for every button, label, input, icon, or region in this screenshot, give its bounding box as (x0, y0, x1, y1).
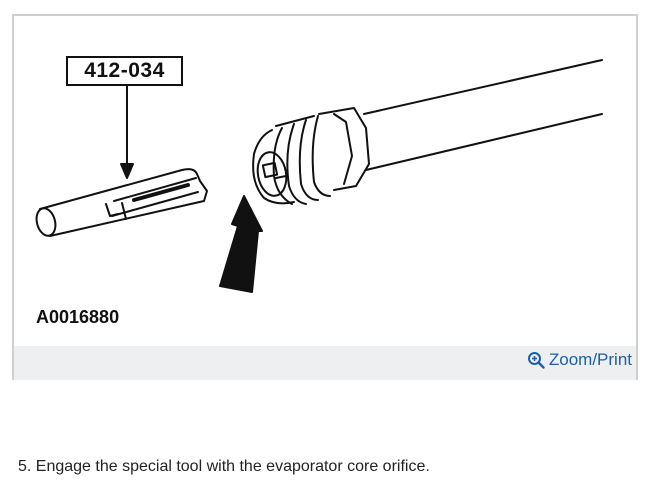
zoom-print-link[interactable]: Zoom/Print (527, 350, 632, 370)
figure-footer-bar: Zoom/Print (14, 346, 636, 380)
evaporator-tube-drawing (252, 59, 603, 205)
zoom-print-label: Zoom/Print (548, 350, 632, 369)
direction-arrow (219, 195, 263, 293)
step-instruction: 5. Engage the special tool with the evap… (18, 458, 430, 475)
evaporator-orifice-illustration (35, 59, 603, 293)
magnifier-plus-icon (527, 352, 545, 369)
tool-number-callout: 412-034 (66, 56, 183, 86)
callout-arrowhead (120, 163, 134, 179)
special-tool-drawing (35, 168, 208, 237)
figure-container: 412-034 A0016880 Zoom/Print (12, 14, 638, 380)
figure-id-label: A0016880 (36, 307, 120, 327)
